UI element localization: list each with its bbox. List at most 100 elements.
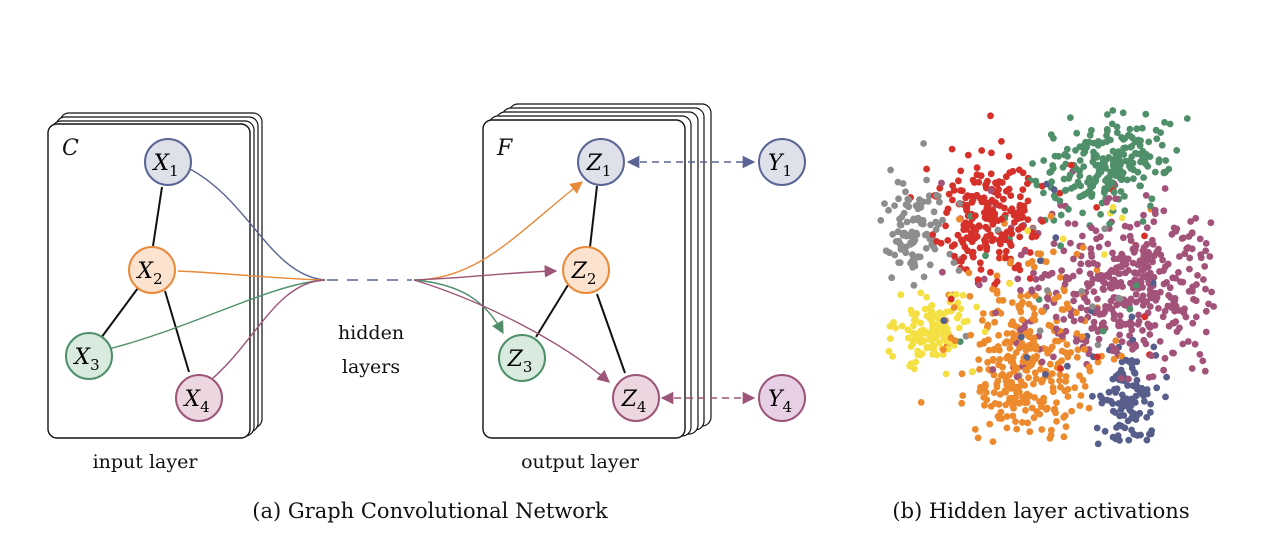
activation-point — [1127, 279, 1134, 287]
activation-point — [1097, 392, 1104, 400]
activation-point — [929, 231, 937, 238]
activation-point — [1017, 214, 1025, 222]
activation-point — [1008, 299, 1016, 306]
activation-point — [1094, 440, 1102, 448]
activation-point — [926, 261, 934, 269]
activation-point — [1118, 338, 1126, 346]
activation-point — [902, 249, 910, 257]
activation-point — [1067, 114, 1074, 121]
activation-point — [1022, 406, 1029, 414]
activation-point — [1052, 337, 1059, 345]
node-z3: Z3 — [498, 334, 546, 382]
activation-point — [1104, 240, 1112, 248]
activation-point — [1116, 295, 1124, 303]
node-label: Z1 — [586, 151, 612, 180]
activation-point — [1091, 178, 1099, 186]
activation-point — [1052, 234, 1060, 242]
activation-point — [1052, 325, 1060, 333]
activation-point — [1016, 204, 1024, 212]
activation-point — [988, 149, 995, 157]
activation-point — [1077, 304, 1085, 312]
activation-point — [1028, 287, 1036, 295]
activation-point — [928, 241, 936, 248]
activation-point — [1202, 328, 1210, 336]
activation-point — [1022, 366, 1030, 374]
activation-point — [983, 179, 990, 187]
activation-point — [953, 314, 961, 322]
activation-point — [1112, 152, 1120, 159]
activation-point — [1044, 295, 1052, 303]
activation-point — [979, 310, 987, 317]
activation-point — [1192, 313, 1200, 321]
activation-point — [987, 268, 994, 276]
activation-point — [1017, 308, 1025, 316]
node-z2: Z2 — [562, 246, 610, 294]
activation-point — [1118, 134, 1125, 141]
activation-point — [1061, 287, 1068, 295]
activation-point — [1017, 292, 1025, 300]
fan-in-curves — [108, 167, 326, 385]
activation-point — [1127, 165, 1135, 172]
activation-point — [948, 145, 956, 153]
activation-point — [1062, 373, 1070, 380]
activation-point — [1050, 248, 1057, 256]
activation-point — [902, 188, 909, 196]
activation-point — [907, 306, 915, 314]
activation-point — [1093, 266, 1101, 274]
activation-point — [947, 334, 955, 342]
activation-point — [1187, 218, 1194, 225]
activation-point — [1120, 234, 1127, 242]
activation-point — [1168, 230, 1176, 238]
activation-point — [1170, 224, 1178, 232]
activation-point — [1160, 169, 1168, 177]
activation-point — [1201, 263, 1209, 270]
activation-point — [1030, 380, 1037, 388]
activation-point — [965, 269, 973, 277]
activation-point — [1141, 313, 1149, 321]
activation-point — [1178, 307, 1185, 315]
activation-point — [1120, 144, 1127, 152]
activation-point — [1122, 260, 1130, 268]
activation-point — [959, 187, 966, 195]
activation-point — [1182, 313, 1190, 321]
activation-point — [1011, 362, 1018, 370]
activation-point — [1050, 240, 1058, 248]
activation-point — [957, 167, 965, 175]
activation-point — [978, 317, 986, 324]
activation-point — [1210, 303, 1217, 310]
activation-point — [1156, 338, 1164, 345]
node-x1: X1 — [144, 138, 192, 186]
activation-point — [1148, 236, 1156, 244]
activation-point — [995, 248, 1003, 256]
activation-point — [1000, 234, 1008, 242]
activation-point — [1183, 115, 1191, 122]
activation-point — [1139, 218, 1147, 225]
activation-point — [1120, 254, 1128, 262]
activation-point — [1073, 250, 1081, 258]
activation-point — [1013, 209, 1020, 217]
activation-point — [903, 218, 911, 226]
activation-point — [1143, 224, 1151, 232]
activation-point — [1141, 397, 1148, 405]
activation-point — [1155, 305, 1162, 312]
activation-point — [1024, 419, 1032, 427]
activation-point — [1038, 358, 1046, 366]
activation-point — [1108, 179, 1116, 186]
activation-point — [986, 420, 994, 428]
activation-point — [1140, 392, 1147, 399]
activation-point — [1076, 172, 1084, 180]
activation-point — [1017, 326, 1024, 334]
activation-point — [978, 147, 986, 154]
activation-point — [1067, 161, 1075, 169]
activation-point — [914, 216, 921, 224]
activation-point — [1150, 218, 1158, 226]
activation-point — [1056, 371, 1064, 378]
caption-a: (a) Graph Convolutional Network — [252, 499, 608, 523]
activation-point — [963, 201, 971, 209]
activation-point — [1007, 321, 1015, 328]
activation-point — [1095, 243, 1103, 251]
activation-point — [1139, 247, 1147, 255]
activation-point — [1150, 343, 1158, 351]
activation-point — [981, 328, 989, 336]
